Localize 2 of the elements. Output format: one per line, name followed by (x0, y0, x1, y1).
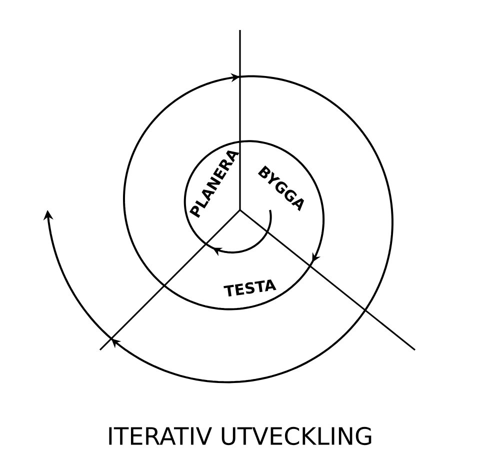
title: ITERATIV UTVECKLING (109, 426, 372, 446)
phase-label: TESTA (224, 280, 276, 296)
